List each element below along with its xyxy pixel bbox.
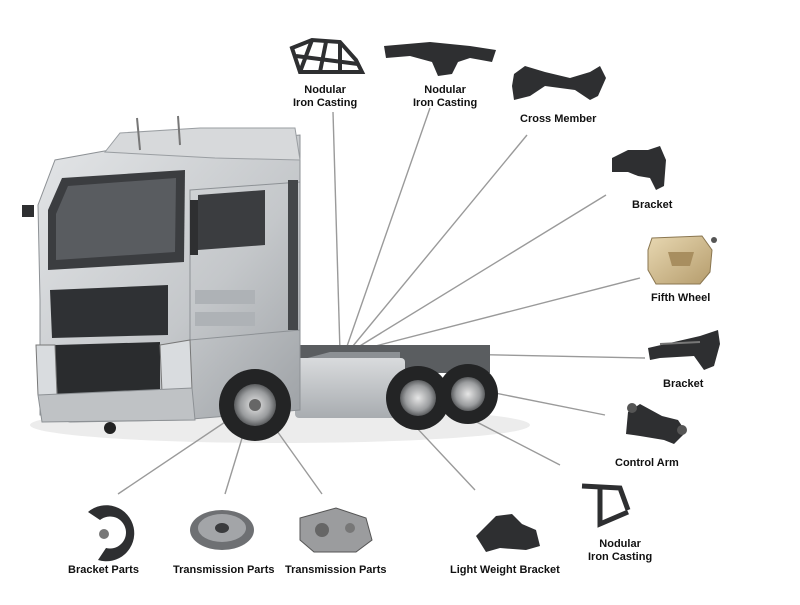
label-line-1: Nodular	[304, 84, 346, 96]
leader-line-nodular-1	[332, 111, 341, 353]
bracket-parts-part	[88, 505, 135, 562]
leader-line-nodular-2	[344, 107, 431, 353]
control-arm-part	[626, 403, 687, 444]
nodular-iron-casting-3-part	[581, 483, 631, 528]
leader-line-cross-member	[347, 134, 528, 353]
label-light-weight-bracket: Light Weight Bracket	[450, 564, 560, 576]
leader-line-bracket-parts	[117, 411, 241, 495]
nodular-iron-casting-1-part	[289, 37, 366, 74]
leader-lines	[117, 107, 646, 495]
label-bracket-parts: Bracket Parts	[68, 564, 139, 576]
bracket-1-part	[612, 146, 666, 190]
leader-line-fifth-wheel	[351, 277, 641, 353]
label-line-1: Nodular	[599, 538, 641, 550]
upper-grille	[50, 285, 168, 338]
side-fairing	[295, 358, 405, 418]
roof-spoiler	[104, 127, 301, 161]
label-transmission-parts-2: Transmission Parts	[285, 564, 387, 576]
transmission-parts-1-part	[190, 510, 254, 550]
label-transmission-parts-1: Transmission Parts	[173, 564, 275, 576]
label-cross-member: Cross Member	[520, 113, 597, 125]
label-bracket-1: Bracket	[632, 199, 673, 211]
label-line-2: Iron Casting	[588, 551, 653, 563]
label-nodular-iron-casting-3: Nodular Iron Casting	[588, 538, 652, 564]
label-control-arm: Control Arm	[615, 457, 679, 469]
label-line-2: Iron Casting	[293, 97, 358, 109]
label-nodular-iron-casting-2: Nodular Iron Casting	[413, 84, 477, 110]
leader-line-bracket-1	[349, 194, 607, 353]
label-line-2: Iron Casting	[413, 97, 478, 109]
label-bracket-2: Bracket	[663, 378, 704, 390]
headlight	[159, 339, 193, 393]
cross-member-part	[512, 66, 606, 100]
bracket-2-part	[648, 330, 720, 370]
label-fifth-wheel: Fifth Wheel	[651, 292, 711, 304]
side-window	[198, 190, 265, 250]
truck-illustration	[22, 115, 498, 441]
transmission-parts-2-part	[299, 507, 373, 553]
light-weight-bracket-part	[476, 514, 540, 552]
label-line-1: Nodular	[424, 84, 466, 96]
fifth-wheel-part	[647, 235, 717, 285]
label-nodular-iron-casting-1: Nodular Iron Casting	[293, 84, 357, 110]
nodular-iron-casting-2-part	[384, 42, 496, 76]
